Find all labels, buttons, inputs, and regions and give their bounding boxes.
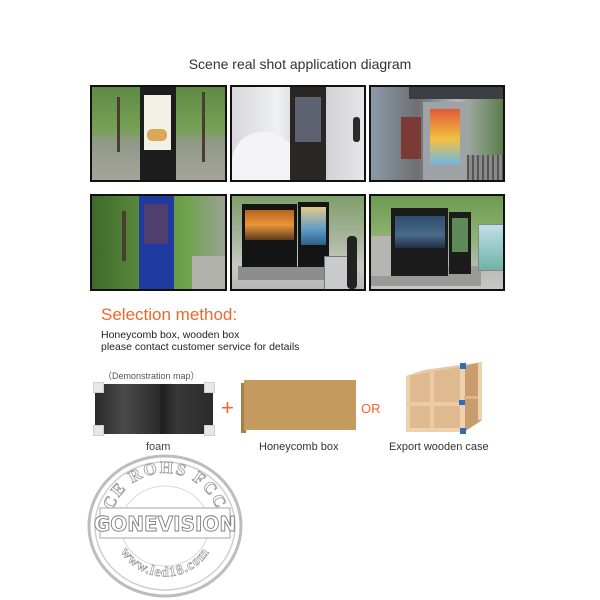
kiosk-screen (144, 95, 171, 150)
ad-panel-left (401, 117, 421, 159)
svg-text:www.led18.com: www.led18.com (117, 545, 213, 581)
demo-map-label: （Demonstration map） (103, 371, 200, 381)
svg-text:GONEVISION: GONEVISION (94, 512, 236, 536)
display-right-screen (452, 218, 468, 252)
kiosk-screen-art (147, 129, 167, 141)
person (347, 236, 357, 289)
svg-text:CE ROHS FCC: CE ROHS FCC (99, 458, 231, 513)
scene-photo-3 (369, 85, 505, 182)
totem-screen (144, 204, 168, 244)
scene-photo-5 (230, 194, 366, 291)
kiosk-screen (295, 97, 321, 142)
wall-block (371, 236, 393, 276)
fence (467, 155, 503, 180)
foam-corner (204, 425, 215, 436)
selection-line-2: please contact customer service for deta… (101, 341, 300, 353)
wooden-case-label: Export wooden case (389, 441, 489, 453)
honeycomb-box-side (241, 383, 246, 433)
wooden-crate-image (406, 362, 482, 434)
display-right-screen (301, 207, 326, 245)
honeycomb-box-label: Honeycomb box (259, 441, 339, 453)
tree-trunk (122, 211, 126, 261)
foam-corner (93, 425, 104, 436)
certification-stamp-watermark: CE ROHS FCC GONEVISION www.led18.com (87, 454, 243, 598)
foam-corner (93, 382, 104, 393)
person (353, 117, 360, 142)
honeycomb-box-image (244, 380, 356, 430)
scene-photo-6 (369, 194, 505, 291)
selection-title: Selection method: (101, 305, 238, 324)
foam-label: foam (146, 441, 171, 453)
scene-photo-4 (90, 194, 227, 291)
tree-trunk (117, 97, 120, 152)
display-left-screen (245, 210, 294, 240)
page-title: Scene real shot application diagram (188, 56, 412, 72)
display-left-screen (395, 216, 445, 248)
plus-symbol: + (221, 395, 234, 420)
or-label: OR (361, 401, 381, 416)
tree-trunk (202, 92, 205, 162)
selection-line-1: Honeycomb box, wooden box (101, 329, 240, 341)
path (192, 256, 225, 289)
scene-photo-2 (230, 85, 366, 182)
foam-demo-image (93, 382, 215, 436)
shelter-roof (409, 87, 503, 99)
scene-photo-1 (90, 85, 227, 182)
display-base (238, 266, 328, 280)
poster-board (478, 224, 503, 271)
shelter-screen (430, 109, 460, 164)
foam-corner (204, 382, 215, 393)
